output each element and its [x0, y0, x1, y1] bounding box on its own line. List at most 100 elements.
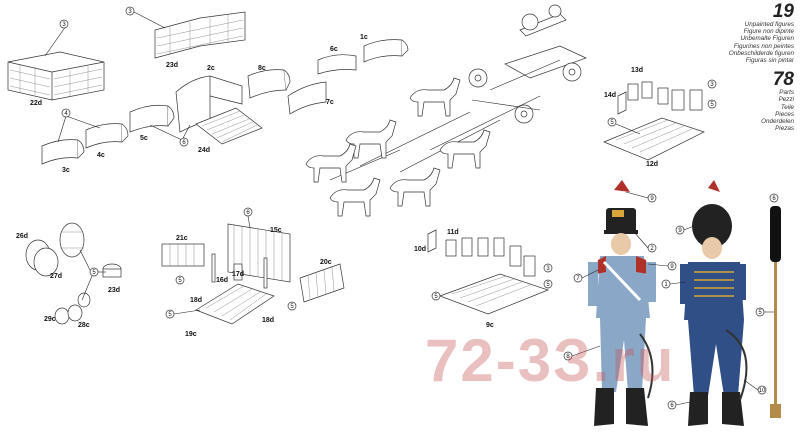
callout-1-text: 1 [664, 282, 668, 288]
sandbag-4c [85, 123, 129, 149]
callout-5g [431, 291, 441, 301]
label-1c: 1c [360, 34, 368, 41]
callout-6-text: 6 [182, 140, 186, 146]
ramp-24d [195, 107, 263, 145]
callout-5e-text: 5 [168, 312, 172, 318]
callout-6c [769, 193, 779, 203]
parts-line-it: Pezzi [778, 96, 794, 104]
callout-6d-text: 6 [670, 403, 674, 409]
label-27d: 27d [50, 273, 62, 280]
label-28c: 28c [78, 322, 90, 329]
callout-5f-text: 5 [290, 304, 294, 310]
sandbag-3c [41, 139, 85, 165]
callout-3c [543, 263, 553, 273]
parts-line-es: Piezas [775, 125, 794, 133]
callout-9c-text: 9 [678, 228, 682, 234]
barrels-group [25, 222, 122, 325]
callout-5b [707, 99, 717, 109]
figures-line-it: Figure non dipinte [743, 28, 794, 36]
label-10d: 10d [414, 246, 426, 253]
label-3c: 3c [62, 167, 70, 174]
sandbag-6c [317, 54, 357, 75]
callout-10-text: 10 [759, 388, 766, 394]
callout-2-text: 2 [650, 246, 654, 252]
callout-7-text: 7 [576, 276, 580, 282]
sandbag-7c [287, 81, 327, 115]
label-16d: 16d [216, 277, 228, 284]
sandbag-8c [247, 69, 291, 99]
callout-3c-text: 3 [546, 266, 550, 272]
figure-horse-artilleryman [680, 180, 781, 426]
callout-9a-text: 9 [650, 196, 654, 202]
palisade-group [161, 223, 345, 325]
label-2c: 2c [207, 65, 215, 72]
label-26d: 26d [16, 233, 28, 240]
figure-artilleryman [588, 180, 656, 426]
parts-line-nl: Onderdelen [761, 118, 794, 126]
sandbag-1c [363, 39, 409, 63]
callout-3b-text: 3 [128, 9, 132, 15]
label-12d: 12d [646, 161, 658, 168]
label-8c: 8c [258, 65, 266, 72]
callout-9b-text: 9 [670, 264, 674, 270]
figures-count: 19 [772, 1, 794, 22]
label-6c: 6c [330, 46, 338, 53]
callout-5d-text: 5 [178, 278, 182, 284]
label-9c: 9c [486, 322, 494, 329]
legend-figures: 19 Unpainted figures Figure non dipinte … [674, 2, 794, 64]
legend-parts: 78 Parts Pezzi Teile Pieces Onderdelen P… [674, 70, 794, 132]
callout-3-text: 3 [62, 22, 66, 28]
callout-3-base-text: 3 [710, 82, 714, 88]
label-7c: 7c [326, 99, 334, 106]
callout-5g-text: 5 [434, 294, 438, 300]
callout-5b-text: 5 [710, 102, 714, 108]
parts-line-en: Parts [779, 89, 794, 97]
label-13d: 13d [631, 67, 643, 74]
callout-4 [61, 108, 71, 118]
label-19c: 19c [185, 331, 197, 338]
callout-5a-text: 5 [610, 120, 614, 126]
callout-3 [59, 19, 69, 29]
callout-5h-text: 5 [546, 282, 550, 288]
label-18d-a: 18d [190, 297, 202, 304]
cannon-limber-assembly [329, 4, 587, 181]
callout-5f [287, 301, 297, 311]
label-11d: 11d [447, 229, 459, 236]
callout-5-rammer-text: 5 [758, 310, 762, 316]
label-20c: 20c [320, 259, 332, 266]
label-23d-top: 23d [166, 62, 178, 69]
base-12d [603, 81, 705, 161]
parts-line-fr: Pieces [775, 110, 794, 118]
legend: 19 Unpainted figures Figure non dipinte … [674, 2, 794, 138]
callout-5a [607, 117, 617, 127]
label-22d: 22d [30, 100, 42, 107]
callout-5c-text: 5 [92, 270, 96, 276]
figures-line-es: Figuras sin pintar [745, 57, 794, 65]
label-15c: 15c [270, 227, 282, 234]
callout-8-text: 8 [566, 354, 570, 360]
callout-4-text: 4 [64, 111, 68, 117]
callout-6 [179, 137, 189, 147]
label-24d: 24d [198, 147, 210, 154]
callout-3b [125, 6, 135, 16]
brick-wall-22d [7, 51, 105, 101]
callout-6c-text: 6 [772, 196, 776, 202]
figures-line-en: Unpainted figures [744, 21, 794, 28]
brick-wall-23d [154, 11, 246, 59]
sandbag-5c [129, 104, 175, 133]
figures-line-nl: Onbeschilderde figuren [728, 49, 794, 57]
base-9c [427, 229, 550, 315]
label-23d-mid: 23d [108, 287, 120, 294]
callout-5h [543, 279, 553, 289]
callout-6b-text: 6 [246, 210, 250, 216]
label-14d: 14d [604, 92, 616, 99]
figures-line-fr: Figurines non peintes [733, 42, 794, 50]
figures-line-de: Unbemalte Figuren [740, 35, 794, 43]
callout-5d [175, 275, 185, 285]
parts-line-de: Teile [780, 103, 794, 111]
label-4c: 4c [97, 152, 105, 159]
parts-count: 78 [772, 69, 794, 91]
horse-team [305, 77, 491, 217]
